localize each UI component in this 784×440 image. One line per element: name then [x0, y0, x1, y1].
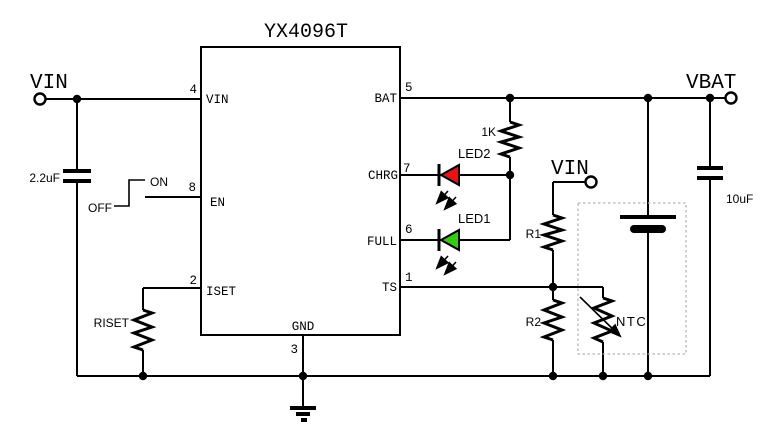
led1-light-arrow-1 — [435, 255, 450, 270]
output-cap-label: 10uF — [726, 192, 753, 206]
led1-green — [435, 228, 460, 276]
pin-1-number: 1 — [405, 271, 413, 285]
vin-left-label: VIN — [30, 72, 68, 95]
input-capacitor — [63, 169, 91, 183]
ic-body — [200, 46, 401, 336]
led1-label: LED1 — [458, 211, 491, 226]
vin-left-terminal — [33, 92, 47, 106]
switch-off-label: OFF — [88, 201, 112, 215]
pin-3-number: 3 — [290, 343, 298, 357]
pin-vin-label: VIN — [206, 93, 229, 107]
ntc-arrow — [579, 296, 622, 338]
led-resistor-1k — [495, 120, 525, 159]
pin-6-number: 6 — [405, 223, 413, 237]
vbat-label: VBAT — [686, 72, 736, 95]
pin-full-label: FULL — [367, 235, 397, 249]
pin-en-label: EN — [210, 196, 225, 210]
led2-red — [435, 163, 460, 211]
vin-right-label: VIN — [551, 158, 589, 181]
riset-label: RISET — [94, 316, 130, 330]
led-resistor-label: 1K — [481, 125, 496, 139]
battery-pack-outline — [577, 202, 687, 355]
resistor-r2 — [539, 298, 567, 342]
pin-4-number: 4 — [189, 83, 197, 97]
pin-ts-label: TS — [382, 281, 397, 295]
led2-label: LED2 — [458, 146, 491, 161]
en-step-symbol — [114, 179, 145, 207]
r1-label: R1 — [526, 227, 542, 241]
vbat-terminal — [724, 91, 738, 105]
output-capacitor — [697, 166, 723, 180]
resistor-r1 — [538, 213, 568, 252]
thermistor-ntc — [579, 296, 622, 344]
switch-on-label: ON — [150, 175, 168, 189]
battery-cell — [620, 215, 676, 233]
pin-iset-label: ISET — [206, 285, 237, 299]
pin-2-number: 2 — [189, 274, 197, 288]
led2-triangle — [438, 163, 460, 187]
pin-5-number: 5 — [405, 81, 413, 95]
ic-title: YX4096T — [264, 21, 348, 44]
ntc-label: NTC — [616, 314, 647, 329]
resistor-riset — [129, 308, 157, 352]
pin-chrg-label: CHRG — [368, 169, 398, 183]
pin-bat-label: BAT — [374, 92, 397, 106]
led1-triangle — [438, 228, 460, 252]
led2-light-arrow-2 — [443, 196, 458, 211]
earth-ground-icon — [290, 406, 316, 422]
led2-light-arrow-1 — [435, 190, 450, 205]
junction-dots — [72, 93, 715, 381]
vin-right-terminal — [584, 175, 598, 189]
input-cap-label: 2.2uF — [29, 171, 60, 185]
pin-gnd-label: GND — [292, 320, 315, 334]
pin-7-number: 7 — [403, 162, 411, 176]
r2-label: R2 — [526, 315, 542, 329]
led1-light-arrow-2 — [443, 261, 458, 276]
pin-8-number: 8 — [188, 181, 196, 195]
